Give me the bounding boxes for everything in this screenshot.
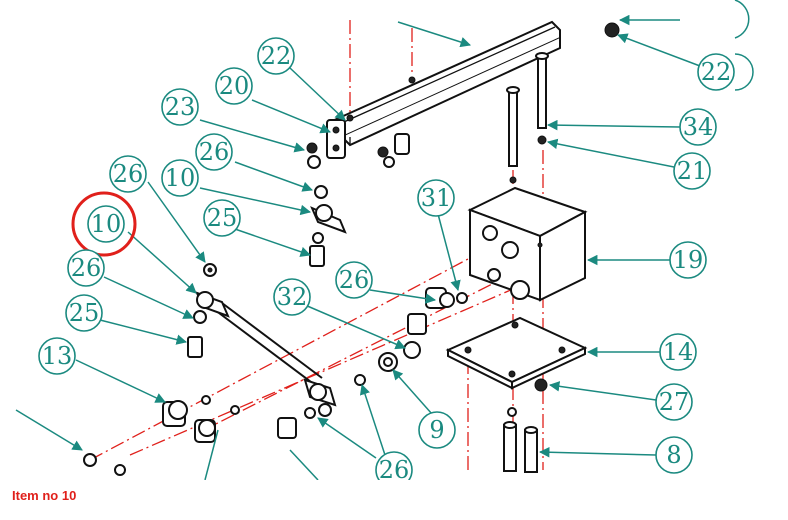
- partial-callout-top-right: [734, 0, 750, 39]
- exploded-parts-diagram: 22 20 23 26 10 10 26 25 26 25 13 31 26 3…: [15, 0, 754, 480]
- rail-bolts: [306, 22, 620, 169]
- leader-lines: [15, 14, 701, 480]
- lower-fittings: [83, 287, 468, 476]
- callout-26-b: 26: [109, 155, 147, 193]
- svg-text:25: 25: [69, 299, 100, 327]
- svg-text:26: 26: [199, 138, 230, 166]
- callout-31: 31: [417, 179, 455, 217]
- svg-text:32: 32: [277, 283, 308, 311]
- svg-text:31: 31: [421, 184, 452, 212]
- callout-27: 27: [655, 383, 693, 421]
- spacers: [503, 407, 538, 473]
- callout-26-e: 26: [375, 451, 413, 480]
- svg-text:10: 10: [91, 210, 122, 238]
- callout-13: 13: [38, 337, 76, 375]
- callout-19: 19: [669, 241, 707, 279]
- base-plate: [445, 316, 588, 392]
- partial-callout-right-edge: [734, 53, 754, 91]
- svg-text:23: 23: [165, 93, 196, 121]
- callout-26-d: 26: [335, 261, 373, 299]
- callout-22-top: 22: [257, 37, 295, 75]
- callout-25-a: 25: [203, 199, 241, 237]
- frame-rail: [326, 20, 561, 159]
- hose-assembly: [187, 185, 347, 407]
- callout-10-highlighted[interactable]: 10: [71, 191, 137, 257]
- svg-text:26: 26: [339, 266, 370, 294]
- callout-8: 8: [655, 436, 693, 474]
- callout-25-b: 25: [65, 294, 103, 332]
- callout-22-right: 22: [697, 53, 735, 91]
- studs: [506, 52, 549, 184]
- callout-bubbles: 22 20 23 26 10 10 26 25 26 25 13 31 26 3…: [38, 37, 735, 480]
- svg-text:34: 34: [683, 113, 714, 141]
- svg-text:26: 26: [71, 254, 102, 282]
- svg-text:14: 14: [663, 338, 694, 366]
- callout-10-a: 10: [161, 159, 199, 197]
- callout-9: 9: [418, 411, 456, 449]
- svg-text:27: 27: [659, 388, 690, 416]
- item-caption: Item no 10: [12, 488, 77, 503]
- callout-26-a: 26: [195, 133, 233, 171]
- callout-20: 20: [215, 67, 253, 105]
- svg-text:22: 22: [261, 42, 292, 70]
- callout-34: 34: [679, 108, 717, 146]
- svg-text:20: 20: [219, 72, 250, 100]
- svg-text:10: 10: [165, 164, 196, 192]
- callout-26-c: 26: [67, 249, 105, 287]
- highlight-ring: [71, 191, 137, 257]
- valve-block: [467, 186, 588, 302]
- svg-text:19: 19: [673, 246, 704, 274]
- svg-text:26: 26: [379, 456, 410, 480]
- callout-21: 21: [673, 152, 711, 190]
- svg-text:25: 25: [207, 204, 238, 232]
- svg-text:9: 9: [429, 416, 444, 444]
- svg-text:21: 21: [677, 157, 708, 185]
- callout-32: 32: [273, 278, 311, 316]
- callout-14: 14: [659, 333, 697, 371]
- svg-text:8: 8: [666, 441, 681, 469]
- callout-23: 23: [161, 88, 199, 126]
- svg-text:22: 22: [701, 58, 732, 86]
- svg-text:26: 26: [113, 160, 144, 188]
- svg-text:13: 13: [42, 342, 73, 370]
